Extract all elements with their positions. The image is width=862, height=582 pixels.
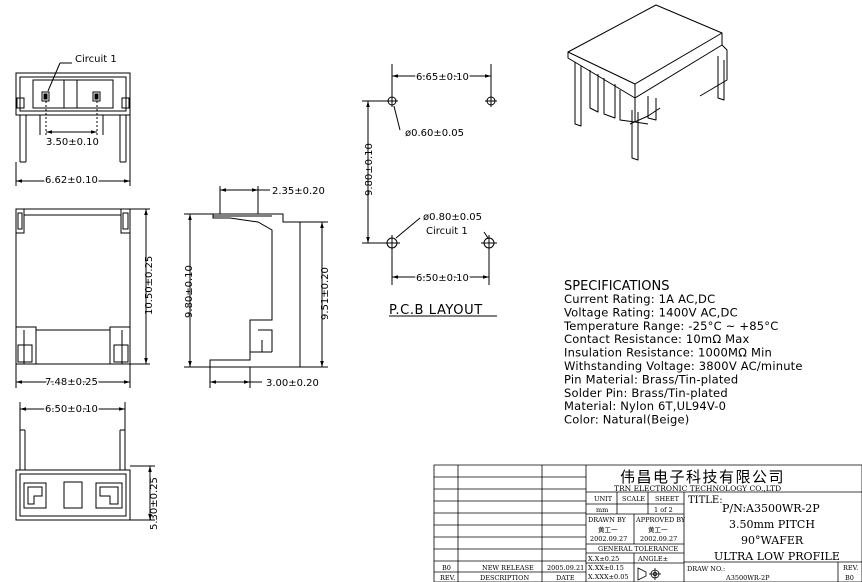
revision-code: B0: [442, 564, 451, 572]
unit-label: UNIT: [594, 495, 613, 503]
rev-label: REV.: [843, 564, 858, 572]
front-view-width-text: 7.48±0.25: [45, 377, 98, 388]
side-view-overall-height-text: 9.80±0.10: [184, 265, 195, 318]
pcb-layout-title: P.C.B LAYOUT: [389, 303, 483, 318]
pcb-small-hole-text: ø0.60±0.05: [405, 128, 464, 139]
angle-title: 90°WAFER: [741, 534, 804, 547]
spec-line: Pin Material: Brass/Tin-plated: [564, 372, 738, 386]
revision-description: NEW RELEASE: [482, 564, 534, 572]
top-view-circuit-label: Circuit 1: [75, 54, 117, 65]
top-view: [16, 63, 130, 162]
top-view-pitch-text: 3.50±0.10: [46, 137, 99, 148]
pcb-vertical-spacing-text: 9.80±0.10: [364, 143, 375, 196]
top-view-width-text: 6.62±0.10: [45, 175, 98, 186]
top-view-width-dimension: [16, 115, 130, 186]
spec-line: Material: Nylon 6T,UL94V-0: [564, 399, 726, 413]
tolerance-1: X.X±0.25: [588, 555, 619, 563]
revision-date: 2005.09.21: [547, 564, 584, 572]
spec-line: Color: Natural(Beige): [564, 413, 689, 427]
approved-date: 2002.09.27: [640, 535, 677, 543]
pcb-circuit-label: Circuit 1: [426, 226, 468, 237]
tolerance-2: X.XX±0.15: [588, 564, 624, 572]
title-block: [434, 465, 862, 582]
general-tolerance-label: GENERAL TOLERANCE: [598, 545, 678, 553]
approved-by-name: 黄工一: [648, 525, 668, 534]
bottom-view: [16, 402, 155, 520]
angle-tolerance-label: ANGLE±: [637, 555, 668, 563]
bottom-view-span-text: 6.50±0.10: [45, 404, 98, 415]
spec-line: Current Rating: 1A AC,DC: [564, 292, 715, 306]
side-view: [184, 186, 328, 388]
drawn-date: 2002.09.27: [590, 535, 627, 543]
spec-heading: SPECIFICATIONS: [564, 279, 669, 294]
pcb-bottom-spacing-text: 6.50±0.10: [416, 273, 469, 284]
spec-line: Withstanding Voltage: 3800V AC/minute: [564, 359, 803, 373]
spec-line: Temperature Range: -25°C ~ +85°C: [563, 319, 778, 333]
spec-line: Contact Resistance: 10mΩ Max: [564, 332, 750, 346]
sheet-label: SHEET: [655, 495, 680, 503]
draw-no-value: A3500WR-2P: [725, 574, 770, 582]
side-view-top-offset-text: 2.35±0.20: [272, 186, 325, 197]
title-label: TITLE:: [688, 495, 723, 506]
side-view-body-height-text: 9.51±0.20: [320, 267, 331, 320]
spec-line: Voltage Rating: 1400V AC,DC: [564, 305, 738, 319]
pcb-top-spacing-text: 6.65±0.10: [416, 72, 469, 83]
pcb-layout: [362, 64, 497, 316]
draw-no-label: DRAW NO.:: [687, 565, 725, 573]
side-view-pin-length-text: 3.00±0.20: [266, 378, 319, 389]
pcb-large-hole-text: ø0.80±0.05: [423, 212, 482, 223]
isometric-view: [568, 5, 727, 160]
projection-symbol-icon: [638, 568, 661, 580]
front-view-height-text: 10.50±0.25: [144, 256, 155, 315]
rev-value: B0: [845, 574, 854, 582]
part-number: P/N:A3500WR-2P: [722, 502, 820, 515]
sheet-value: 1 of 2: [654, 506, 673, 514]
pitch-title: 3.50mm PITCH: [729, 518, 815, 531]
front-view: [16, 209, 150, 388]
drawn-by-name: 黄工一: [598, 525, 618, 534]
bottom-view-height-text: 5.30±0.25: [149, 477, 160, 530]
spec-line: Insulation Resistance: 1000MΩ Min: [564, 346, 772, 360]
company-name-en: TRN ELECTRONIC TECHNOLOGY CO.,LTD: [614, 484, 781, 493]
unit-value: mm: [596, 506, 608, 514]
description-header: DESCRIPTION: [480, 574, 529, 582]
profile-title: ULTRA LOW PROFILE: [714, 550, 840, 563]
spec-line: Solder Pin: Brass/Tin-plated: [564, 386, 728, 400]
scale-label: SCALE: [622, 495, 645, 503]
revision-header: REV.: [440, 574, 455, 582]
date-header: DATE: [556, 574, 575, 582]
approved-by-label: APPROVED BY: [635, 516, 686, 524]
tolerance-3: X.XXX±0.05: [588, 573, 629, 581]
drawn-by-label: DRAWN BY: [588, 516, 627, 524]
company-name-cn: 伟昌电子科技有限公司: [620, 468, 785, 486]
